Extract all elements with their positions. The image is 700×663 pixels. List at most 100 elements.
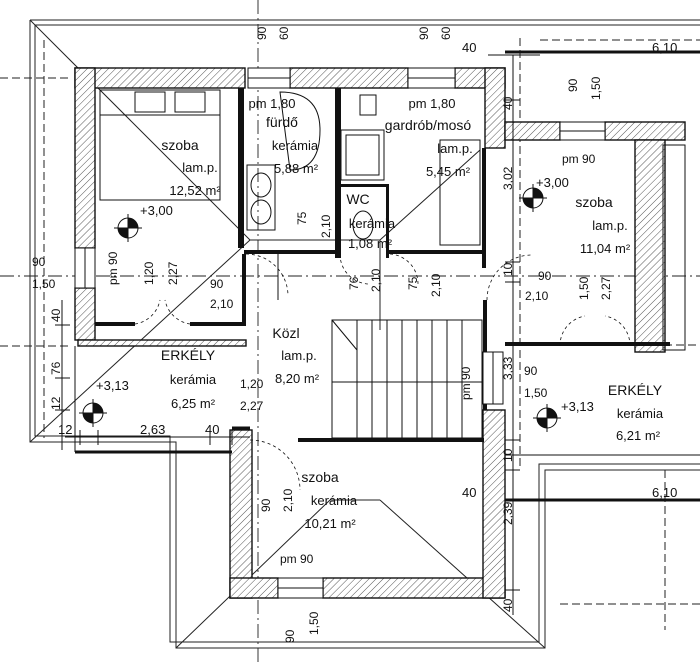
room-name-wardrobe: gardrób/mosó (385, 117, 472, 133)
dim-w-227: 2,27 (166, 261, 180, 285)
room-floor-bedroom-e: lam.p. (592, 218, 627, 233)
room-name-bedroom-s: szoba (301, 469, 339, 485)
room-name-bathroom: fürdő (266, 114, 298, 130)
dim-w-120: 1,20 (142, 261, 156, 285)
level-label-balcony-e: +3,13 (561, 399, 594, 414)
dim-top-60b: 60 (439, 26, 453, 40)
dim-s-90: 90 (259, 498, 273, 512)
dim-w-12: 12 (49, 396, 63, 410)
room-name-bedroom-e: szoba (575, 194, 613, 210)
doors (134, 253, 631, 491)
dim-w-40: 40 (49, 308, 63, 322)
roof-outline (29, 19, 700, 649)
interior-walls (95, 88, 670, 442)
dim-right-239: 2,39 (501, 501, 515, 525)
dim-corr-120: 1,20 (240, 377, 264, 391)
dim-right-302: 3,02 (501, 166, 515, 190)
dim-right-40b: 40 (501, 598, 515, 612)
dim-top-right: 6,10 (652, 40, 677, 55)
room-floor-bedroom-s: kerámia (311, 493, 358, 508)
dim-right-10b: 10 (501, 448, 515, 462)
dim-stair-150: 1,50 (524, 386, 548, 400)
dim-bath-75: 75 (295, 211, 309, 225)
dim-wc-210: 2,10 (369, 268, 383, 292)
dim-bot-40: 40 (205, 422, 219, 437)
room-floor-balcony-e: kerámia (617, 406, 664, 421)
room-floor-bedroom-nw: lam.p. (182, 160, 217, 175)
dim-s-bot-150: 1,50 (307, 611, 321, 635)
dim-stair-90: 90 (524, 364, 538, 378)
dimension-labels: 90 60 90 60 40 6,10 40 3,02 10 3,33 10 2… (32, 26, 677, 643)
dim-wc-76: 76 (347, 276, 361, 290)
room-area-balcony-w: 6,25 m² (171, 396, 216, 411)
dim-e-227: 2,27 (599, 276, 613, 300)
dim-w-76: 76 (49, 361, 63, 375)
level-label-e: +3,00 (536, 175, 569, 190)
level-marker-e (519, 184, 547, 212)
room-name-balcony-e: ERKÉLY (608, 382, 663, 398)
room-floor-balcony-w: kerámia (170, 372, 217, 387)
room-floor-wardrobe: lam.p. (437, 141, 472, 156)
level-marker-nw (114, 214, 142, 242)
dim-s-210: 2,10 (281, 488, 295, 512)
level-marker-balcony-e (533, 404, 561, 432)
dim-right-10a: 10 (501, 262, 515, 276)
room-name-bedroom-nw: szoba (161, 137, 199, 153)
dim-top-40: 40 (462, 40, 476, 55)
dim-corr-227: 2,27 (240, 399, 264, 413)
level-label-nw: +3,00 (140, 203, 173, 218)
dim-bath-210: 2,10 (319, 214, 333, 238)
slab-edges (74, 50, 700, 502)
room-area-bedroom-e: 11,04 m² (580, 241, 631, 256)
staircase (331, 319, 483, 439)
dim-e-door-90: 90 (538, 269, 552, 283)
room-height-bathroom: pm 1,80 (249, 96, 296, 111)
room-name-corridor: Közl (272, 325, 299, 341)
dim-stair-pm90: pm 90 (459, 366, 473, 400)
level-markers (79, 184, 561, 432)
dim-e-win-90: 90 (566, 78, 580, 92)
dim-w-150: 1,50 (32, 277, 56, 291)
room-floor-bathroom: kerámia (272, 138, 319, 153)
dim-mid-right-40: 40 (462, 485, 476, 500)
dim-right-40a: 40 (501, 96, 515, 110)
room-area-corridor: 8,20 m² (275, 371, 320, 386)
dim-door-nw-210: 2,10 (210, 297, 234, 311)
dim-w-90: 90 (32, 255, 46, 269)
dim-s-bot-90: 90 (283, 629, 297, 643)
dim-door-nw-90: 90 (210, 277, 224, 291)
room-area-wardrobe: 5,45 m² (426, 164, 471, 179)
dim-bot-263: 2,63 (140, 422, 165, 437)
dim-right-333: 3,33 (501, 356, 515, 380)
dim-e-150: 1,50 (577, 276, 591, 300)
bathroom-fixtures (99, 89, 686, 351)
room-floor-corridor: lam.p. (281, 348, 316, 363)
dim-mid-right-610: 6,10 (652, 485, 677, 500)
dim-e-pm90: pm 90 (562, 152, 596, 166)
dim-s-pm90: pm 90 (280, 552, 314, 566)
windows (74, 67, 606, 599)
room-area-wc: 1,08 m² (348, 236, 393, 251)
room-area-balcony-e: 6,21 m² (616, 428, 661, 443)
level-label-balcony-w: +3,13 (96, 378, 129, 393)
room-floor-wc: kerámia (349, 216, 396, 231)
dim-e-win-150: 1,50 (589, 76, 603, 100)
room-area-bedroom-s: 10,21 m² (304, 516, 356, 531)
dim-top-90b: 90 (417, 26, 431, 40)
level-marker-balcony-w (79, 399, 107, 427)
dim-e-door-210: 2,10 (525, 289, 549, 303)
dim-w-pm90: pm 90 (106, 251, 120, 285)
room-labels: szoba lam.p. 12,52 m² pm 1,80 fürdő kerá… (161, 96, 664, 531)
room-name-balcony-w: ERKÉLY (161, 347, 216, 363)
dim-bot-12: 12 (58, 422, 72, 437)
dim-top-90a: 90 (255, 26, 269, 40)
room-name-wc: WC (346, 191, 369, 207)
room-area-bedroom-nw: 12,52 m² (169, 183, 221, 198)
room-height-wardrobe: pm 1,80 (409, 96, 456, 111)
dim-wc-75: 75 (406, 276, 420, 290)
level-labels: +3,00 +3,00 +3,13 +3,13 (96, 175, 594, 414)
dim-top-60a: 60 (277, 26, 291, 40)
dimension-lines (55, 54, 540, 615)
room-area-bathroom: 5,88 m² (274, 161, 319, 176)
